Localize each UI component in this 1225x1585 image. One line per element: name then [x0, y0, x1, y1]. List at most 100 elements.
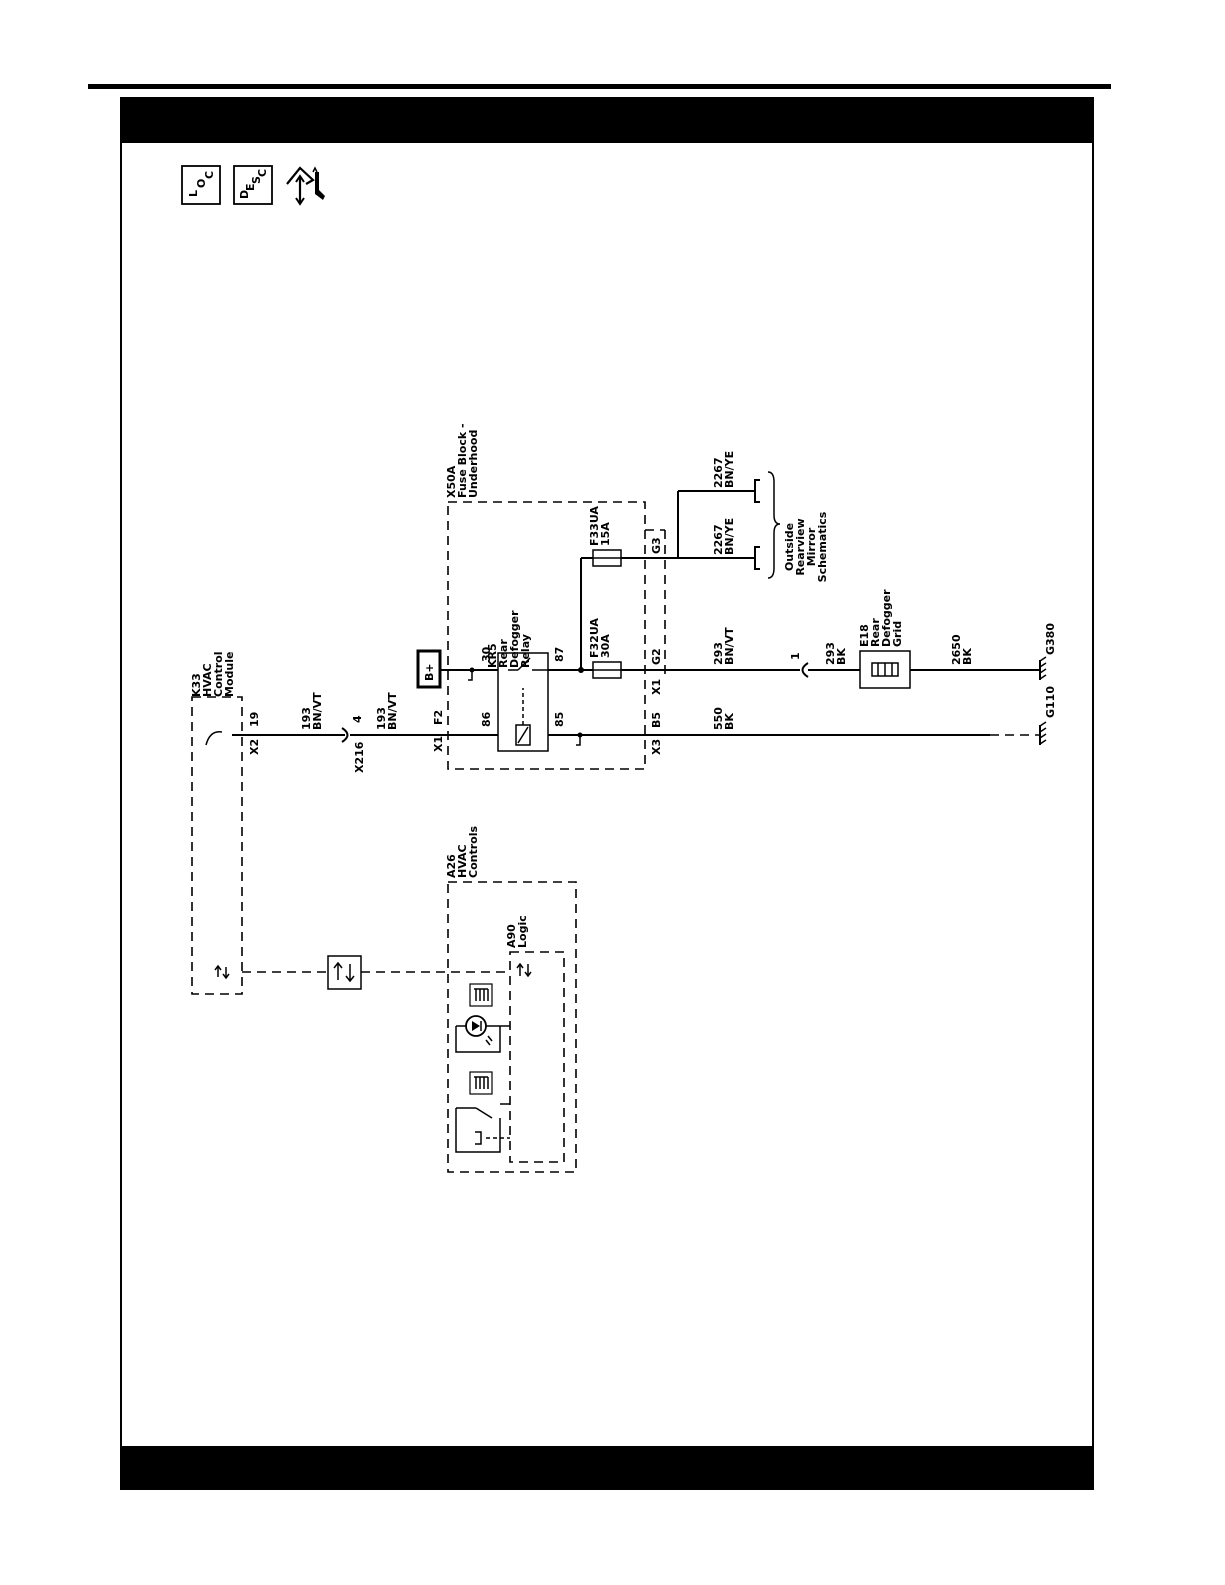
wire-193a-number: 193 — [300, 707, 313, 730]
f32ua-rating: 30A — [599, 634, 612, 658]
header-bar — [122, 99, 1092, 143]
f32ua-id: F32UA — [588, 618, 601, 658]
k33-bus-arrows-icon — [214, 964, 230, 980]
wire-193a-color: BN/VT — [311, 692, 324, 730]
f33ua-fuse: F33UA 15A — [588, 506, 622, 567]
x50a-line1: Fuse Block - — [456, 423, 469, 498]
a26-id: A26 — [445, 854, 458, 878]
relay-pin-87: 87 — [553, 647, 566, 662]
wire-2267a-number: 2267 — [712, 457, 725, 488]
kr5-line2: Defogger — [508, 610, 521, 668]
inline-connector-1 — [801, 662, 809, 678]
a90-bus-arrows-icon — [516, 962, 532, 978]
indicator-led-icon — [455, 1015, 510, 1053]
footer-bar — [122, 1446, 1092, 1488]
loc-icon-letter-c: C — [203, 171, 216, 179]
defogger-indicator-icon — [469, 983, 493, 1007]
page-frame — [120, 97, 1094, 1490]
conn-x1-f2-x1: X1 — [432, 736, 445, 752]
wire-293b-number: 293 — [824, 642, 837, 665]
x50a-id: X50A — [445, 465, 458, 498]
x216-id: X216 — [353, 741, 366, 773]
conn-g3: G3 — [650, 537, 663, 554]
defogger-switch-icon — [455, 1071, 510, 1153]
f33ua-id: F33UA — [588, 506, 601, 546]
a90-id: A90 — [505, 924, 518, 948]
k33-line3: Module — [223, 652, 236, 697]
x50a-fuse-block: X50A Fuse Block - Underhood — [445, 423, 666, 770]
wire-293a-number: 293 — [712, 642, 725, 665]
relay-pin-86: 86 — [480, 711, 493, 727]
relay-pin-85: 85 — [553, 712, 566, 727]
e18-line1: Rear — [869, 618, 882, 647]
e18-line2: Defogger — [880, 589, 893, 647]
bplus-label: B+ — [423, 663, 436, 681]
conn-x1-bottom: X1 — [650, 679, 663, 695]
ground-g380-label: G380 — [1044, 623, 1057, 655]
f33ua-rating: 15A — [599, 522, 612, 546]
mirror-line4: Schematics — [816, 511, 829, 582]
e18-rear-defogger-grid: E18 Rear Defogger Grid — [858, 589, 911, 689]
mirror-connector-2 — [754, 546, 760, 570]
loc-icon[interactable]: L O C — [181, 165, 221, 205]
ground-g110-icon — [1039, 721, 1047, 745]
wire-193b-number: 193 — [375, 707, 388, 730]
relay-pin-30: 30 — [480, 646, 493, 662]
conn-b5: B5 — [650, 712, 663, 728]
k33-connector: X2 — [248, 739, 261, 755]
wire-550-color: BK — [723, 713, 736, 730]
mirror-line3: Mirror — [805, 527, 818, 566]
loc-icon-letter-o: O — [195, 179, 208, 188]
desc-icon-letter-d: D — [238, 190, 251, 199]
x216-pin: 4 — [351, 715, 364, 723]
serial-data-icon[interactable] — [327, 955, 362, 990]
desc-icon-letter-e: E — [244, 183, 257, 191]
k33-line2: Control — [212, 652, 225, 697]
wire-2650-color: BK — [961, 648, 974, 665]
desc-icon[interactable]: D E S C — [233, 165, 273, 205]
desc-icon-letter-s: S — [250, 176, 263, 184]
kr5-line3: Relay — [519, 634, 532, 668]
a90-line1: Logic — [516, 915, 529, 948]
x216-inline-connector — [341, 727, 349, 743]
conn-g2: G2 — [650, 648, 663, 665]
ground-g380-icon — [1039, 656, 1047, 680]
mirror-connector-1 — [754, 479, 760, 503]
service-tool-icon[interactable] — [286, 166, 325, 206]
desc-icon-letter-c: C — [256, 169, 269, 177]
x50a-line2: Underhood — [467, 430, 480, 498]
a90-logic: A90 Logic — [505, 915, 565, 1163]
wire-2267b-color: BN/YE — [723, 518, 736, 555]
conn-x3: X3 — [650, 739, 663, 755]
top-rule — [88, 84, 1111, 89]
mirror-brace — [767, 471, 781, 579]
wire-293a-color: BN/VT — [723, 627, 736, 665]
wire-2267b-number: 2267 — [712, 524, 725, 555]
e18-id: E18 — [858, 624, 871, 647]
a26-line2: Controls — [467, 826, 480, 878]
kr5-line1: Rear — [497, 639, 510, 668]
f32ua-fuse: F32UA 30A — [588, 618, 622, 679]
e18-line3: Grid — [891, 621, 904, 647]
wire-2650-number: 2650 — [950, 634, 963, 665]
k33-hvac-control-module: K33 HVAC Control Module X2 19 — [190, 652, 345, 995]
wire-550-number: 550 — [712, 707, 725, 730]
loc-icon-letter-l: L — [187, 190, 200, 197]
battery-positive-source: B+ — [416, 649, 442, 689]
a26-hvac-controls: A26 HVAC Controls — [445, 826, 577, 1173]
k33-pin: 19 — [248, 712, 261, 727]
k33-line1: HVAC — [201, 663, 214, 697]
a26-line1: HVAC — [456, 844, 469, 878]
mirror-line2: Rearview — [794, 518, 807, 575]
mirror-line1: Outside — [783, 523, 796, 571]
conn-x1-f2-f2: F2 — [432, 710, 445, 725]
wire-2267a-color: BN/YE — [723, 451, 736, 488]
wire-193b-color: BN/VT — [386, 692, 399, 730]
kr5-rear-defogger-relay: KR5 Rear Defogger Relay 86 85 30 87 — [448, 610, 645, 752]
inline-connector-pin: 1 — [789, 652, 802, 660]
kr5-id: KR5 — [486, 643, 499, 668]
wire-293b-color: BK — [835, 648, 848, 665]
k33-id: K33 — [190, 673, 203, 697]
ground-g110-label: G110 — [1044, 686, 1057, 718]
